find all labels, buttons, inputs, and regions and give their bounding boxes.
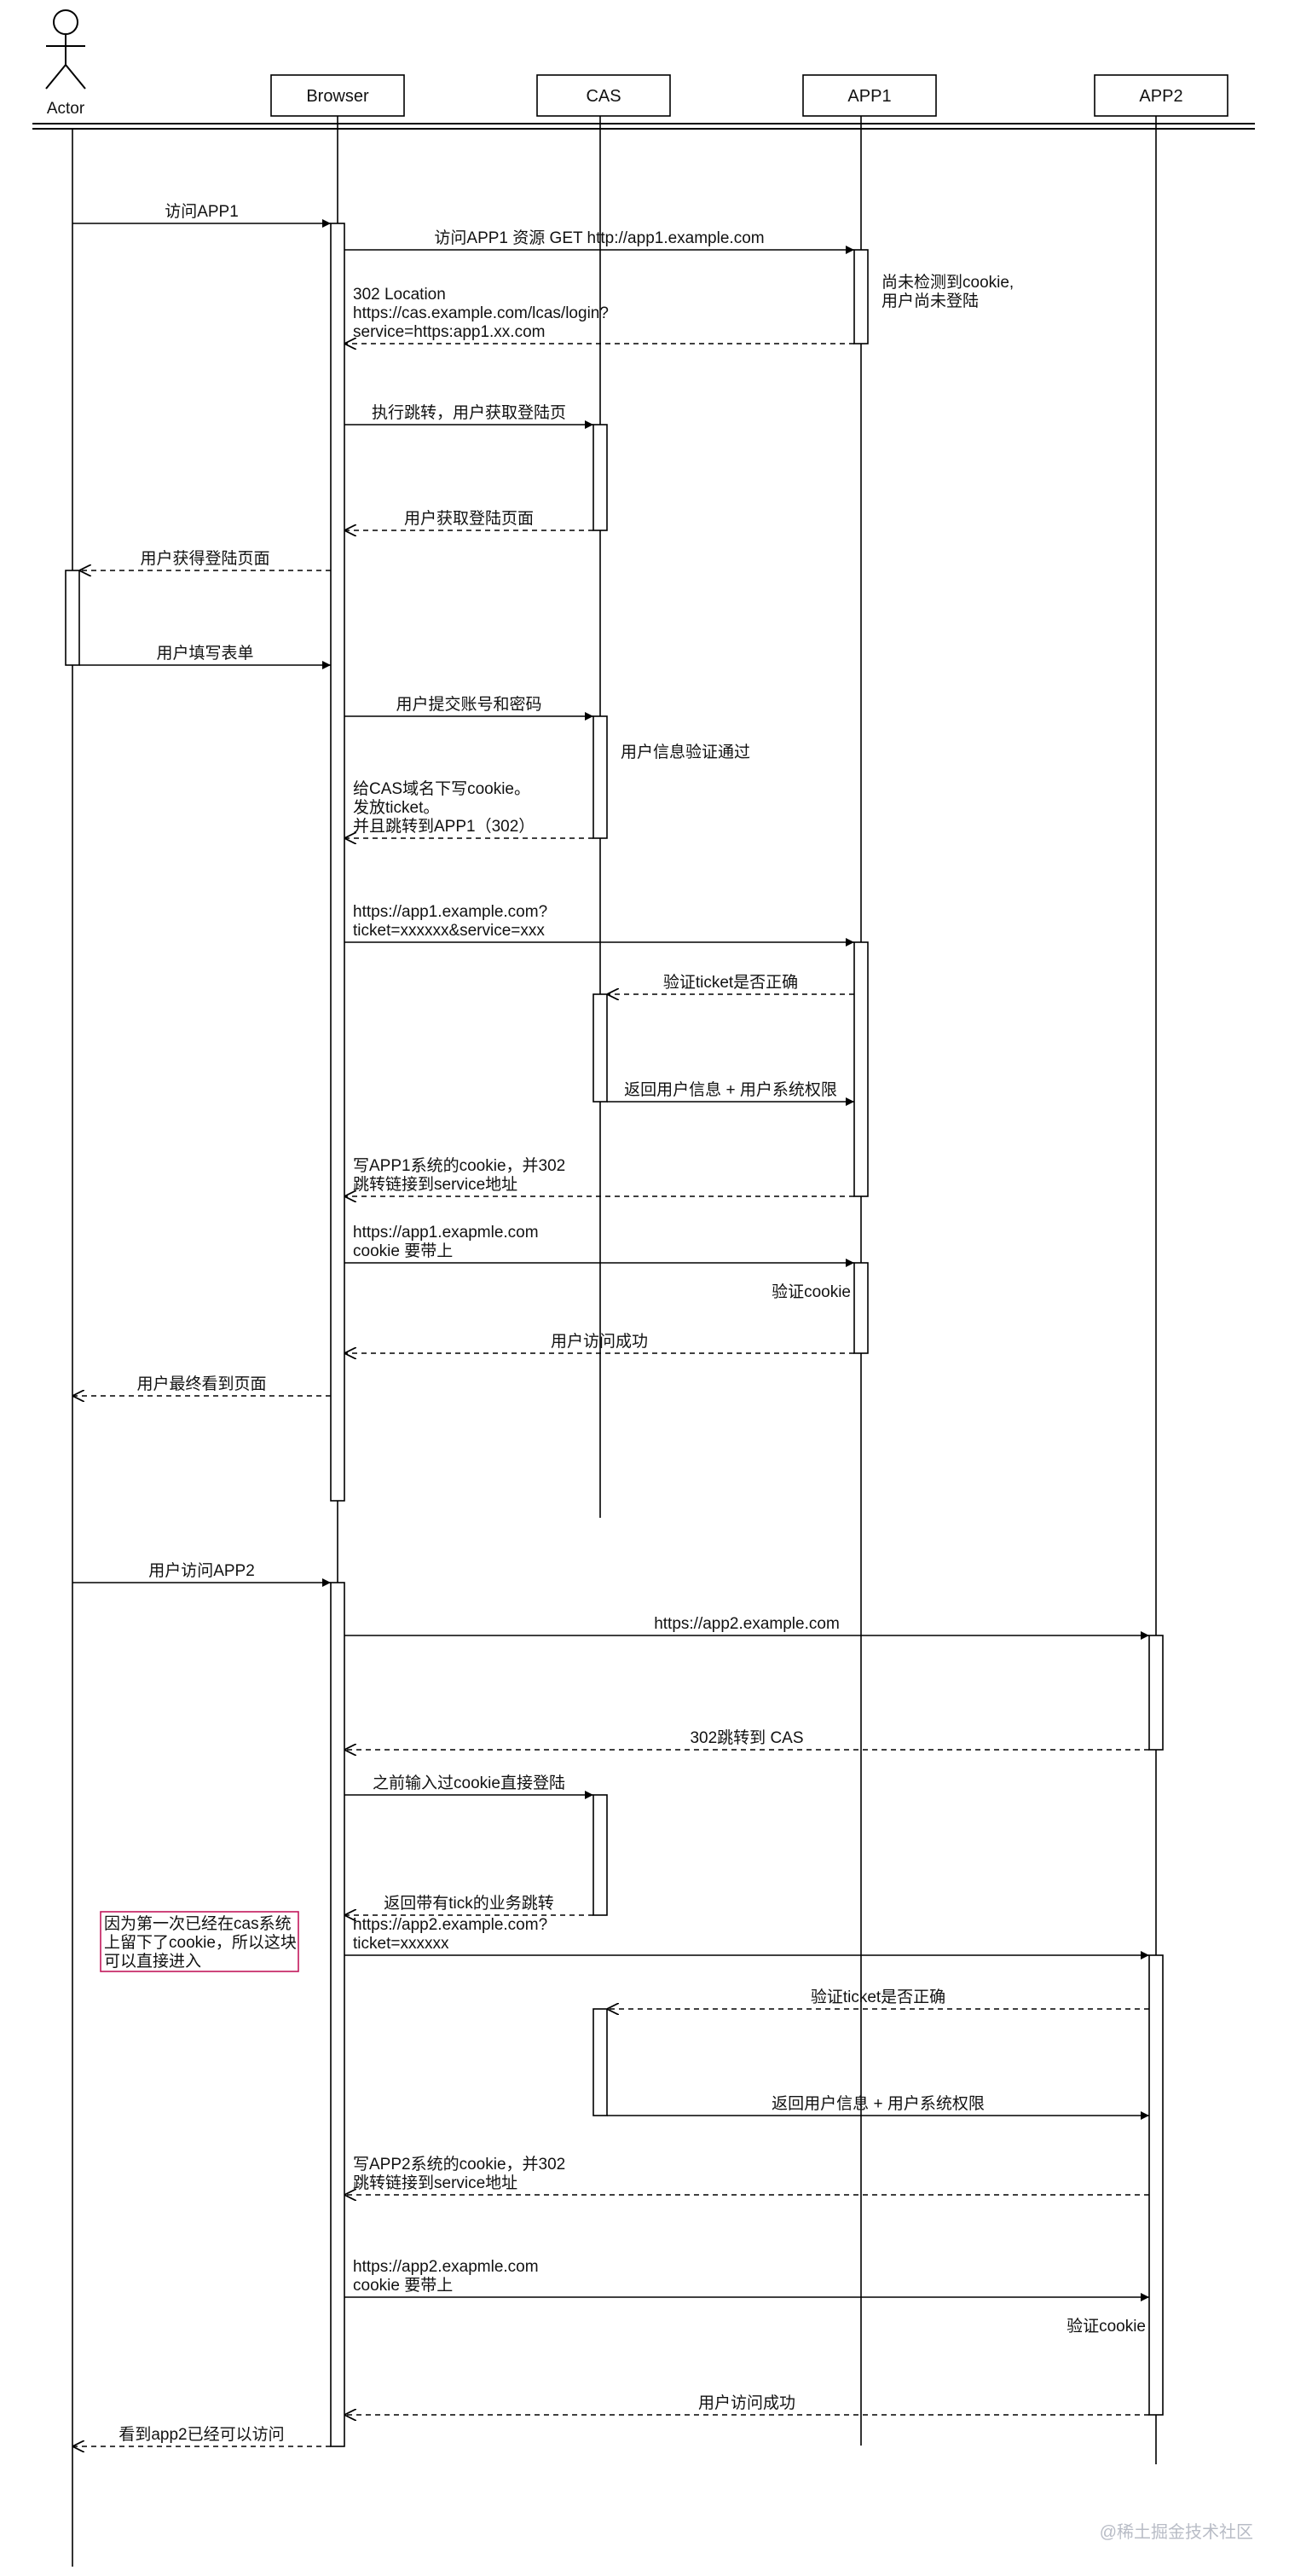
participant-box bbox=[1094, 74, 1228, 117]
activation-bar-app1 bbox=[853, 1262, 869, 1354]
note-box: 因为第一次已经在cas系统 上留下了cookie，所以这块 可以直接进入 bbox=[100, 1911, 299, 1972]
message-label: 用户最终看到页面 bbox=[136, 1375, 266, 1393]
side-note: 尚未检测到cookie, bbox=[881, 273, 1014, 292]
message-label: https://app2.exapmle.com bbox=[353, 2258, 539, 2276]
message-label: 访问APP1 资源 GET http://app1.example.com bbox=[434, 229, 764, 247]
message-label: cookie 要带上 bbox=[353, 2276, 453, 2295]
activation-bar-cas bbox=[592, 1794, 608, 1916]
message-label: 并且跳转到APP1（302） bbox=[353, 817, 535, 836]
participant-app2: APP2 bbox=[1094, 74, 1228, 117]
message-label: 用户访问成功 bbox=[551, 1332, 648, 1351]
message-label: https://app2.example.com bbox=[654, 1615, 840, 1633]
participant-label-app1: APP1 bbox=[847, 87, 891, 106]
activation-bar-cas bbox=[592, 715, 608, 839]
note-box-border bbox=[100, 1911, 299, 1972]
participant-label-cas: CAS bbox=[586, 87, 621, 106]
note-line-2: 上留下了cookie，所以这块 bbox=[104, 1933, 297, 1952]
participant-label-app2: APP2 bbox=[1139, 87, 1182, 106]
message-label: 验证ticket是否正确 bbox=[663, 973, 798, 992]
message-label: 返回用户信息 + 用户系统权限 bbox=[624, 1080, 837, 1099]
message-label: 302 Location bbox=[353, 286, 446, 304]
participant-box bbox=[536, 74, 671, 117]
participant-label-actor: Actor bbox=[47, 100, 85, 118]
participant-browser: Browser bbox=[270, 74, 405, 117]
activation-bar-app1 bbox=[853, 249, 869, 344]
activation-bar-app1 bbox=[853, 941, 869, 1197]
message-label: 验证ticket是否正确 bbox=[811, 1988, 945, 2006]
message-label: 写APP1系统的cookie，并302 bbox=[353, 1156, 565, 1175]
actor-head bbox=[53, 9, 78, 35]
message-label: https://app1.example.com? bbox=[353, 903, 547, 921]
participant-label-browser: Browser bbox=[306, 87, 369, 106]
message-label: 用户访问成功 bbox=[698, 2394, 795, 2412]
side-note: 用户尚未登陆 bbox=[881, 292, 979, 310]
side-note: 验证cookie bbox=[772, 1282, 851, 1301]
message-label: cookie 要带上 bbox=[353, 1242, 453, 1260]
actor-figure bbox=[45, 9, 86, 90]
message-label: service=https:app1.xx.com bbox=[353, 323, 545, 341]
activation-bar-app2 bbox=[1148, 1954, 1164, 2416]
message-label: 执行跳转，用户获取登陆页 bbox=[372, 403, 566, 422]
message-label: 返回用户信息 + 用户系统权限 bbox=[772, 2094, 985, 2113]
message-label: 返回带有tick的业务跳转 bbox=[384, 1894, 554, 1913]
participant-cas: CAS bbox=[536, 74, 671, 117]
message-label: ticket=xxxxxx&service=xxx bbox=[353, 922, 545, 940]
message-label: 访问APP1 bbox=[165, 202, 239, 221]
message-label: 302跳转到 CAS bbox=[690, 1728, 803, 1747]
watermark: @稀土掘金技术社区 bbox=[1100, 2522, 1253, 2542]
message-label: 看到app2已经可以访问 bbox=[118, 2425, 284, 2444]
message-label: 跳转链接到service地址 bbox=[353, 1175, 517, 1194]
message-label: 用户填写表单 bbox=[156, 644, 253, 663]
message-label: 写APP2系统的cookie，并302 bbox=[353, 2155, 565, 2174]
message-label: 给CAS域名下写cookie。 bbox=[353, 779, 530, 798]
message-label: 跳转链接到service地址 bbox=[353, 2174, 517, 2192]
message-label: https://cas.example.com/lcas/login? bbox=[353, 304, 609, 322]
participant-box bbox=[802, 74, 937, 117]
side-note: 验证cookie bbox=[1066, 2317, 1146, 2336]
message-label: https://app2.example.com? bbox=[353, 1916, 547, 1934]
activation-bar-app2 bbox=[1148, 1635, 1164, 1751]
note-line-1: 因为第一次已经在cas系统 bbox=[104, 1914, 292, 1933]
activation-bar-cas bbox=[592, 993, 608, 1103]
message-label: 用户访问APP2 bbox=[148, 1561, 255, 1580]
message-label: 之前输入过cookie直接登陆 bbox=[373, 1774, 565, 1792]
message-label: 发放ticket。 bbox=[353, 798, 439, 817]
activation-bar-browser bbox=[330, 1582, 345, 2447]
participant-box bbox=[270, 74, 405, 117]
actor-left-leg bbox=[45, 64, 66, 90]
activation-bar-cas bbox=[592, 424, 608, 531]
activation-bar-cas bbox=[592, 2008, 608, 2116]
actor-right-leg bbox=[65, 64, 86, 90]
note-line-3: 可以直接进入 bbox=[104, 1952, 201, 1971]
message-label: 用户获取登陆页面 bbox=[404, 509, 534, 528]
participant-app1: APP1 bbox=[802, 74, 937, 117]
message-label: 用户提交账号和密码 bbox=[396, 695, 541, 714]
side-note: 用户信息验证通过 bbox=[621, 743, 750, 761]
activation-bar-actor bbox=[65, 570, 80, 666]
message-label: https://app1.exapmle.com bbox=[353, 1224, 539, 1242]
message-label: ticket=xxxxxx bbox=[353, 1935, 449, 1953]
message-label: 用户获得登陆页面 bbox=[140, 549, 269, 568]
activation-bar-browser bbox=[330, 223, 345, 1502]
